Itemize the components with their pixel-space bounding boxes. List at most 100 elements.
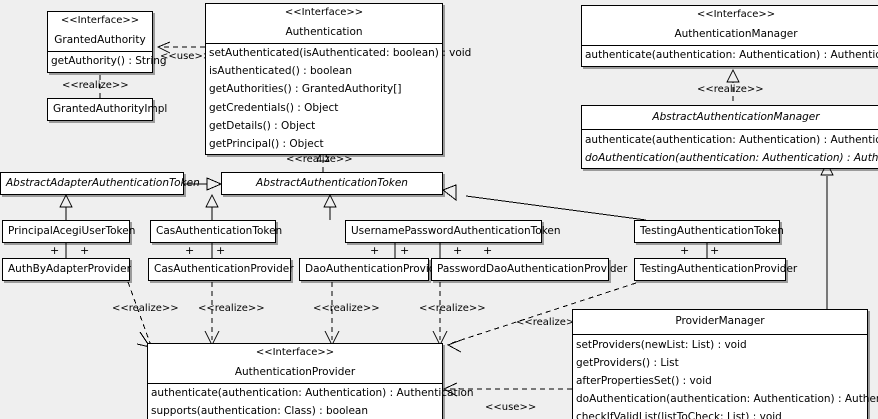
class-member: getCredentials() : Object [209,101,339,114]
class-cas-authentication-token[interactable]: CasAuthenticationToken [150,220,283,244]
relationship-label-realize-abstract-token: <<realize>> [286,154,353,165]
class-auth-by-adapter-provider[interactable]: AuthByAdapterProvider [2,258,131,282]
class-name: AbstractAuthenticationManager [652,111,820,123]
class-name: GrantedAuthorityImpl [53,103,168,115]
class-authentication-provider[interactable]: <<Interface>> AuthenticationProvider aut… [147,343,474,419]
class-header: GrantedAuthorityImpl [48,99,168,120]
class-header: CasAuthenticationProvider [149,259,294,280]
class-name: UsernamePasswordAuthenticationToken [351,225,561,237]
class-name: AuthByAdapterProvider [8,263,131,275]
class-name: AuthenticationProvider [234,365,356,378]
class-header: ProviderManager [573,310,867,336]
class-name: AbstractAuthenticationToken [256,177,408,189]
relationship-label-realize-abstract-manager: <<realize>> [697,84,764,95]
class-cas-authentication-provider[interactable]: CasAuthenticationProvider [148,258,294,282]
class-provider-manager[interactable]: ProviderManager setProviders(newList: Li… [572,309,878,419]
class-member: getProviders() : List [576,356,679,369]
class-name: PrincipalAcegiUserToken [8,225,136,237]
class-member: authenticate(authentication: Authenticat… [585,133,878,146]
association-multiplicity: + [185,244,195,257]
class-name: AbstractAdapterAuthenticationToken [6,177,200,189]
stereotype-label: <<Interface>> [255,347,335,358]
class-header: <<Interface>> AuthenticationManager [582,6,878,46]
class-granted-authority[interactable]: <<Interface>> GrantedAuthority getAuthor… [47,11,167,73]
association-multiplicity: + [483,244,493,257]
class-member: getAuthorities() : GrantedAuthority[] [209,83,402,96]
relationship-label-use-provider-manager: <<use>> [485,402,537,413]
class-members: setAuthenticated(isAuthenticated: boolea… [206,44,472,155]
class-authentication-manager[interactable]: <<Interface>> AuthenticationManager auth… [581,5,878,67]
class-name: TestingAuthenticationProvider [640,263,798,275]
association-multiplicity: + [710,244,720,257]
class-testing-authentication-provider[interactable]: TestingAuthenticationProvider [634,258,798,282]
association-multiplicity: + [50,244,60,257]
class-members: authenticate(authentication: Authenticat… [582,130,878,168]
class-header: UsernamePasswordAuthenticationToken [346,221,561,242]
class-header: PasswordDaoAuthenticationProvider [432,259,628,280]
class-header: AbstractAdapterAuthenticationToken [1,173,200,194]
association-multiplicity: + [216,244,226,257]
class-name: GrantedAuthority [54,33,146,46]
class-members: authenticate(authentication: Authenticat… [582,46,878,66]
class-authentication[interactable]: <<Interface>> Authentication setAuthenti… [205,3,472,156]
class-name: AuthenticationManager [674,27,798,40]
class-members: getAuthority() : String [48,52,167,72]
class-name: TestingAuthenticationToken [640,225,784,237]
class-dao-authentication-provider[interactable]: DaoAuthenticationProvider [299,258,447,282]
class-member: setProviders(newList: List) : void [576,338,747,351]
association-multiplicity: + [453,244,463,257]
class-member: getDetails() : Object [209,119,316,132]
class-abstract-adapter-authentication-token[interactable]: AbstractAdapterAuthenticationToken [0,172,200,196]
class-header: AuthByAdapterProvider [3,259,131,280]
class-name: Authentication [285,25,363,38]
class-member: isAuthenticated() : boolean [209,65,352,78]
relationship-label-realize-dao-provider: <<realize>> [313,303,380,314]
stereotype-label: <<Interface>> [284,7,364,18]
class-member: doAuthentication(authentication: Authent… [585,151,878,164]
relationship-label-realize-auth-by-adapter: <<realize>> [112,303,179,314]
class-name: DaoAuthenticationProvider [305,263,447,275]
class-name: PasswordDaoAuthenticationProvider [437,263,628,275]
association-multiplicity: + [680,244,690,257]
class-header: <<Interface>> GrantedAuthority [48,12,152,52]
class-member: afterPropertiesSet() : void [576,374,712,387]
class-abstract-authentication-manager[interactable]: AbstractAuthenticationManager authentica… [581,105,878,170]
relationship-label-use-granted-authority: <<use>> [160,51,212,62]
class-member: supports(authentication: Class) : boolea… [151,405,368,418]
class-name: CasAuthenticationProvider [154,263,294,275]
class-header: DaoAuthenticationProvider [300,259,447,280]
class-members: setProviders(newList: List) : void getPr… [573,335,878,419]
relationship-label-realize-password-dao-provider: <<realize>> [419,303,486,314]
relationship-label-realize-cas-provider: <<realize>> [198,303,265,314]
class-header: <<Interface>> AuthenticationProvider [148,344,442,384]
class-member: doAuthentication(authentication: Authent… [576,393,878,405]
class-testing-authentication-token[interactable]: TestingAuthenticationToken [634,220,784,244]
class-header: TestingAuthenticationProvider [635,259,798,280]
class-name: ProviderManager [675,315,765,327]
class-granted-authority-impl[interactable]: GrantedAuthorityImpl [47,98,168,122]
association-multiplicity: + [400,244,410,257]
class-header: <<Interface>> Authentication [206,4,442,44]
association-multiplicity: + [370,244,380,257]
stereotype-label: <<Interface>> [696,9,776,20]
class-name: CasAuthenticationToken [156,225,283,237]
class-header: AbstractAuthenticationToken [222,173,442,194]
class-member: authenticate(authentication: Authenticat… [151,387,474,400]
class-member: getPrincipal() : Object [209,137,324,150]
class-member: setAuthenticated(isAuthenticated: boolea… [209,47,472,60]
class-member: authenticate(authentication: Authenticat… [585,49,878,62]
class-member: checkIfValidList(listToCheck: List) : vo… [576,411,782,419]
class-member: getAuthority() : String [51,55,167,68]
class-header: AbstractAuthenticationManager [582,106,878,131]
association-multiplicity: + [80,244,90,257]
class-principal-acegi-user-token[interactable]: PrincipalAcegiUserToken [2,220,136,244]
class-header: PrincipalAcegiUserToken [3,221,136,242]
class-members: authenticate(authentication: Authenticat… [148,384,474,419]
class-abstract-authentication-token[interactable]: AbstractAuthenticationToken [221,172,443,196]
class-username-password-authentication-token[interactable]: UsernamePasswordAuthenticationToken [345,220,561,244]
relationship-label-realize-granted-authority-impl: <<realize>> [62,80,129,91]
class-password-dao-authentication-provider[interactable]: PasswordDaoAuthenticationProvider [431,258,628,282]
class-header: TestingAuthenticationToken [635,221,784,242]
stereotype-label: <<Interface>> [60,15,140,26]
